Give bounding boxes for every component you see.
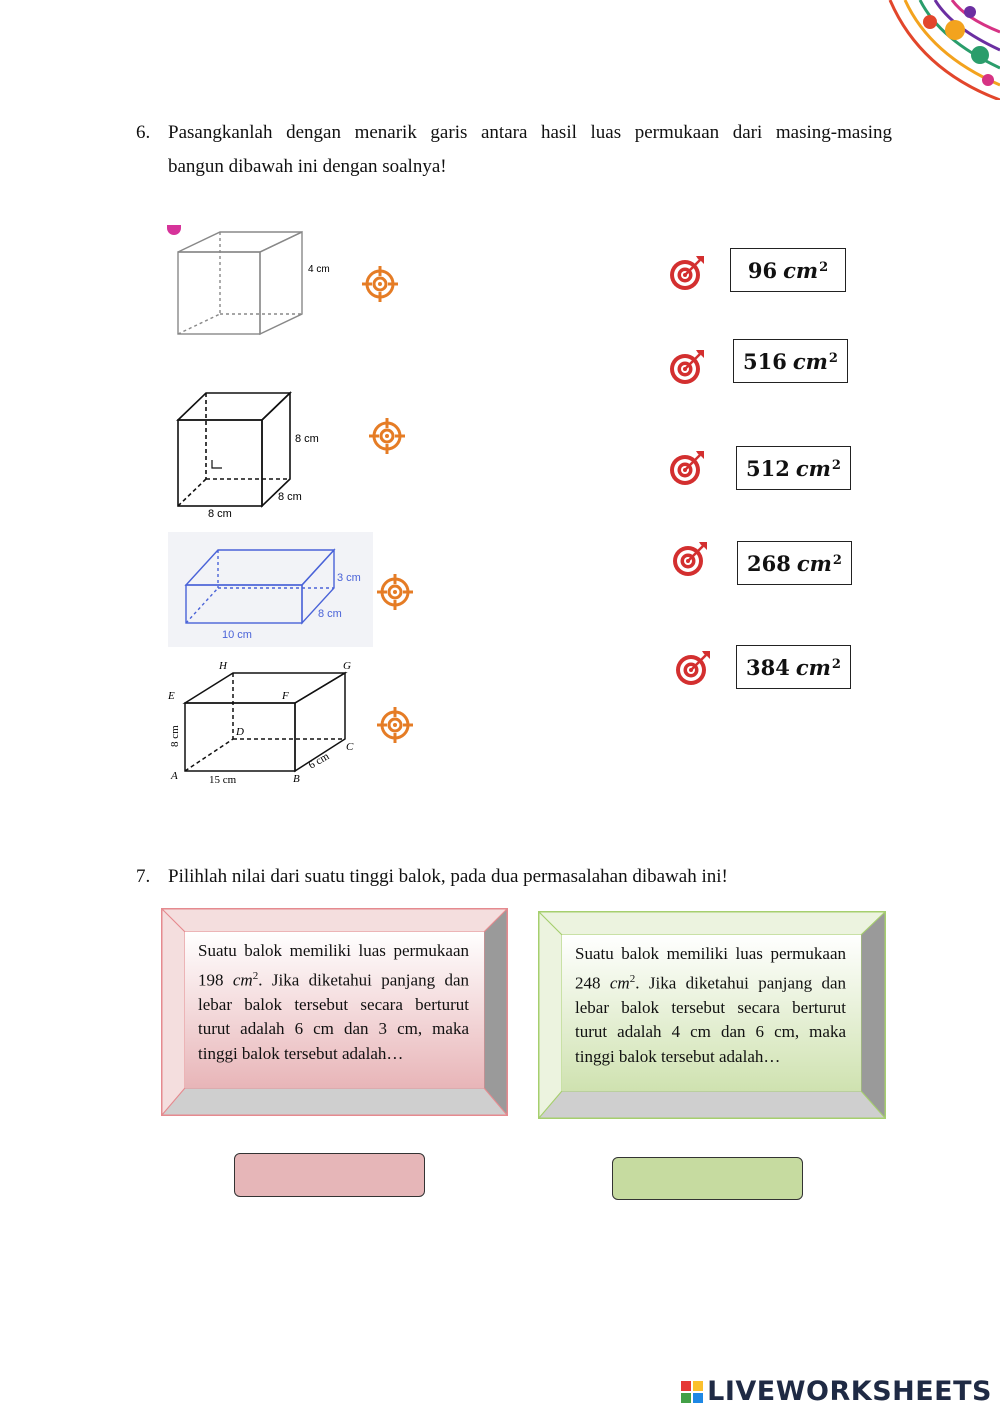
problem-2-text-end: . Jika diketahui panjang dan lebar balok… <box>575 973 846 1067</box>
shape-2-label-2: 8 cm <box>208 508 232 520</box>
problem-1-exponent: 2 <box>252 969 259 982</box>
bullseye-icon[interactable] <box>668 254 706 292</box>
vertex-e: E <box>167 690 175 702</box>
answer-unit: cm <box>795 455 831 481</box>
bullseye-icon[interactable] <box>668 348 706 386</box>
shape-1-label-0: 4 cm <box>308 264 330 275</box>
shape-2-label-0: 8 cm <box>295 433 319 445</box>
answer-input-1[interactable] <box>234 1153 425 1197</box>
answer-unit: cm <box>795 654 831 680</box>
shape-4-label-length: 15 cm <box>209 774 237 786</box>
answer-unit: cm <box>792 348 828 374</box>
answer-value: 384 <box>746 654 790 680</box>
problem-1-text: Suatu balok memiliki luas permukaan 198 … <box>198 939 469 1067</box>
vertex-b: B <box>293 773 300 785</box>
problem-card-1: Suatu balok memiliki luas permukaan 198 … <box>160 907 509 1117</box>
shape-4-label-height: 8 cm <box>169 725 181 747</box>
answer-unit: cm <box>783 257 819 283</box>
brand-footer: LIVEWORKSHEETS <box>681 1376 992 1407</box>
shape-cube-8cm: 8 cm 8 cm 8 cm <box>170 390 340 522</box>
bullseye-icon[interactable] <box>674 649 712 687</box>
target-icon[interactable] <box>376 573 414 611</box>
vertex-a: A <box>170 770 178 782</box>
shape-3-label-0: 3 cm <box>337 572 361 584</box>
vertex-c: C <box>346 741 354 753</box>
answer-exponent: 2 <box>831 656 841 672</box>
bullseye-icon[interactable] <box>671 540 709 578</box>
target-icon[interactable] <box>368 417 406 455</box>
question-7-number: 7. <box>136 866 151 887</box>
problem-card-2: Suatu balok memiliki luas permukaan 248 … <box>537 910 887 1120</box>
answer-input-2[interactable] <box>612 1157 803 1200</box>
vertex-d: D <box>235 726 244 738</box>
vertex-g: G <box>343 660 351 672</box>
question-6-line-2: bangun dibawah ini dengan soalnya! <box>168 156 447 177</box>
shape-3-label-2: 10 cm <box>222 629 252 641</box>
mandala-corner-icon <box>860 0 1000 102</box>
problem-2-unit: cm <box>609 973 630 993</box>
question-7-text: Pilihlah nilai dari suatu tinggi balok, … <box>168 866 728 887</box>
answer-exponent: 2 <box>832 552 842 568</box>
target-icon[interactable] <box>376 706 414 744</box>
problem-2-text: Suatu balok memiliki luas permukaan 248 … <box>575 942 846 1070</box>
question-6-line-1: Pasangkanlah dengan menarik garis antara… <box>168 122 892 143</box>
answer-value: 96 <box>747 257 778 283</box>
problem-2-exponent: 2 <box>629 972 636 985</box>
shape-2-label-1: 8 cm <box>278 491 302 503</box>
bullseye-icon[interactable] <box>668 449 706 487</box>
shape-cuboid-blue: 3 cm 8 cm 10 cm <box>168 532 373 647</box>
vertex-f: F <box>281 690 289 702</box>
liveworksheets-logo-icon <box>681 1380 704 1403</box>
answer-exponent: 2 <box>819 259 829 275</box>
answer-unit: cm <box>796 550 832 576</box>
shape-cube-4cm: 4 cm <box>170 228 340 343</box>
problem-2-text-start: Suatu balok memiliki luas permukaan 248 <box>575 944 846 993</box>
question-6-number: 6. <box>136 122 151 143</box>
vertex-h: H <box>218 660 228 672</box>
answer-exponent: 2 <box>828 350 838 366</box>
shape-4-label-width: 6 cm <box>307 750 332 771</box>
answer-value: 516 <box>743 348 787 374</box>
answer-exponent: 2 <box>831 457 841 473</box>
problem-1-text-start: Suatu balok memiliki luas permukaan 198 <box>198 941 469 990</box>
brand-name: LIVEWORKSHEETS <box>707 1376 992 1407</box>
problem-1-unit: cm <box>232 970 253 990</box>
target-icon[interactable] <box>361 265 399 303</box>
shape-3-label-1: 8 cm <box>318 608 342 620</box>
shape-cuboid-lettered: H G E F D C A B 8 cm 15 cm 6 cm <box>165 655 365 790</box>
problem-1-text-end: . Jika diketahui panjang dan lebar balok… <box>198 970 469 1064</box>
decoration-dot <box>167 225 181 235</box>
answer-value: 268 <box>747 550 791 576</box>
answer-value: 512 <box>746 455 790 481</box>
